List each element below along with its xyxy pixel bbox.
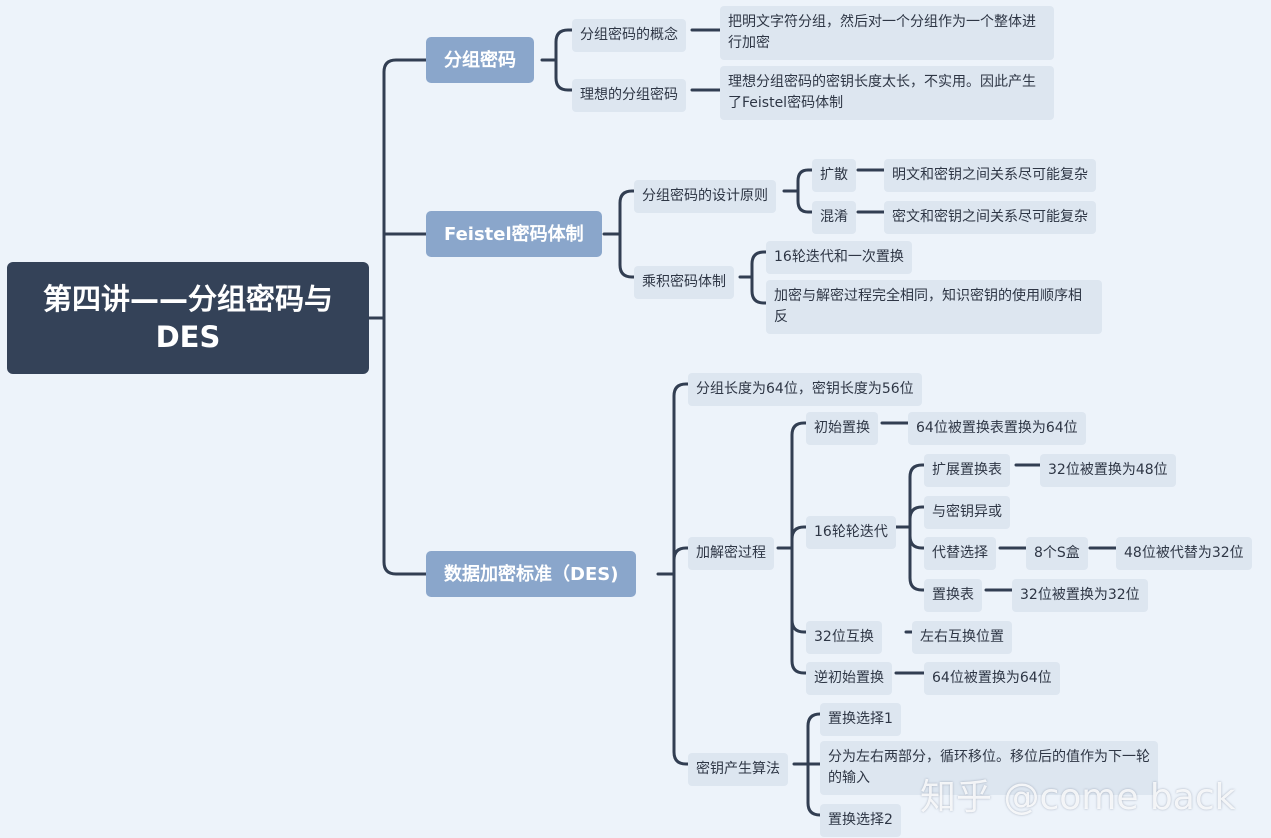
node-substitution[interactable]: 代替选择 bbox=[924, 537, 996, 570]
node-initial-permutation-detail[interactable]: 64位被置换表置换为64位 bbox=[908, 412, 1086, 445]
node-inverse-initial-permutation[interactable]: 逆初始置换 bbox=[806, 662, 892, 695]
node-permutation-table-detail[interactable]: 32位被置换为32位 bbox=[1012, 579, 1148, 612]
node-inverse-initial-permutation-detail[interactable]: 64位被置换为64位 bbox=[924, 662, 1060, 695]
node-48-to-32[interactable]: 48位被代替为32位 bbox=[1116, 537, 1252, 570]
node-confusion[interactable]: 混淆 bbox=[812, 201, 856, 234]
node-32bit-swap-detail[interactable]: 左右互换位置 bbox=[912, 621, 1012, 654]
node-block-key-length[interactable]: 分组长度为64位，密钥长度为56位 bbox=[688, 373, 922, 406]
node-expansion-table[interactable]: 扩展置换表 bbox=[924, 454, 1010, 487]
node-diffusion[interactable]: 扩散 bbox=[812, 159, 856, 192]
topic-feistel[interactable]: Feistel密码体制 bbox=[426, 211, 602, 257]
node-pc1[interactable]: 置换选择1 bbox=[820, 703, 901, 736]
node-design-principles[interactable]: 分组密码的设计原则 bbox=[634, 180, 776, 213]
node-initial-permutation[interactable]: 初始置换 bbox=[806, 412, 878, 445]
node-split-rotate[interactable]: 分为左右两部分，循环移位。移位后的值作为下一轮的输入 bbox=[820, 741, 1158, 795]
node-32bit-swap[interactable]: 32位互换 bbox=[806, 621, 882, 654]
node-enc-dec-process[interactable]: 加解密过程 bbox=[688, 537, 774, 570]
node-pc2[interactable]: 置换选择2 bbox=[820, 804, 901, 837]
node-xor-key[interactable]: 与密钥异或 bbox=[924, 496, 1010, 529]
root-topic[interactable]: 第四讲——分组密码与DES bbox=[7, 262, 369, 374]
node-16-rounds[interactable]: 16轮迭代和一次置换 bbox=[766, 241, 912, 274]
node-block-cipher-concept-detail[interactable]: 把明文字符分组，然后对一个分组作为一个整体进行加密 bbox=[720, 6, 1054, 60]
node-16-round-iteration[interactable]: 16轮轮迭代 bbox=[806, 516, 896, 549]
node-permutation-table[interactable]: 置换表 bbox=[924, 579, 982, 612]
node-ideal-block-cipher-detail[interactable]: 理想分组密码的密钥长度太长，不实用。因此产生了Feistel密码体制 bbox=[720, 66, 1054, 120]
node-expansion-table-detail[interactable]: 32位被置换为48位 bbox=[1040, 454, 1176, 487]
node-ideal-block-cipher[interactable]: 理想的分组密码 bbox=[572, 79, 686, 112]
node-product-cipher[interactable]: 乘积密码体制 bbox=[634, 266, 734, 299]
topic-block-cipher[interactable]: 分组密码 bbox=[426, 37, 534, 83]
node-block-cipher-concept[interactable]: 分组密码的概念 bbox=[572, 19, 686, 52]
node-encrypt-decrypt-same[interactable]: 加密与解密过程完全相同，知识密钥的使用顺序相反 bbox=[766, 280, 1102, 334]
watermark: 知乎 @come back bbox=[920, 777, 1236, 818]
topic-des[interactable]: 数据加密标准（DES) bbox=[426, 551, 637, 597]
node-diffusion-detail[interactable]: 明文和密钥之间关系尽可能复杂 bbox=[884, 159, 1096, 192]
node-key-generation[interactable]: 密钥产生算法 bbox=[688, 753, 788, 786]
node-8-sboxes[interactable]: 8个S盒 bbox=[1026, 537, 1088, 570]
node-confusion-detail[interactable]: 密文和密钥之间关系尽可能复杂 bbox=[884, 201, 1096, 234]
